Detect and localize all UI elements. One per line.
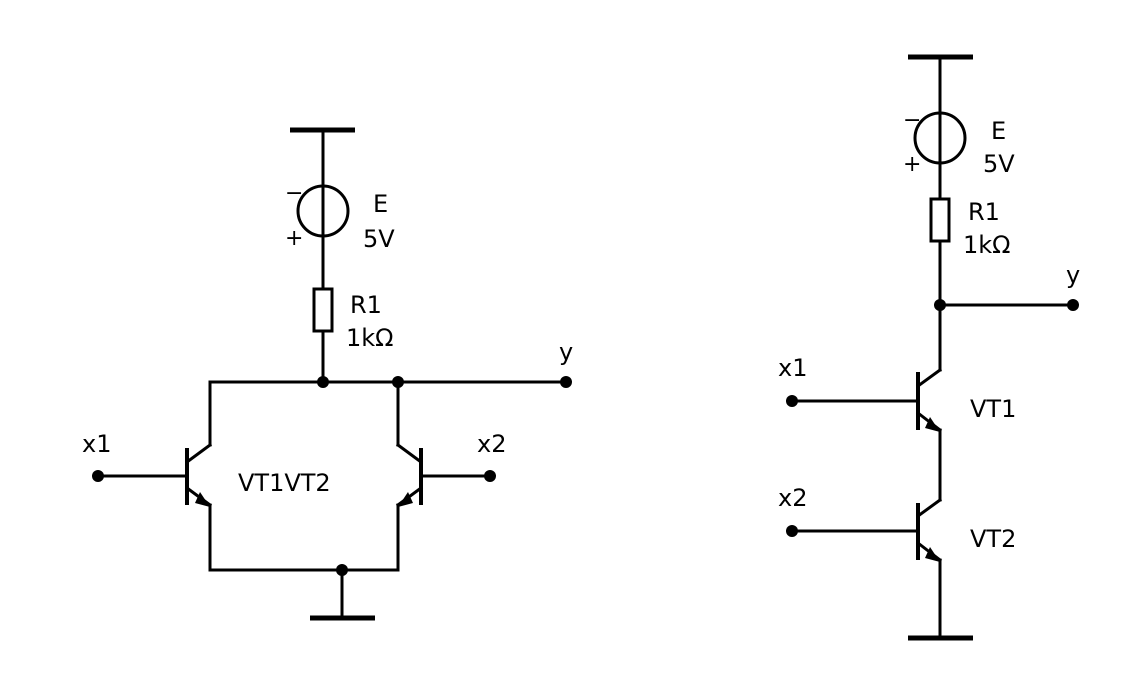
right-input1-terminal[interactable] <box>786 395 798 407</box>
left-transistors-label: VT1VT2 <box>238 469 331 497</box>
right-source-plus-sign: + <box>903 152 921 177</box>
right-input2-label: x2 <box>778 484 807 512</box>
right-transistor-vt1 <box>915 367 943 433</box>
left-output-label: y <box>559 338 573 366</box>
left-node-top <box>317 376 329 388</box>
right-vt2-label: VT2 <box>970 525 1016 553</box>
right-source-name: E <box>991 117 1006 145</box>
left-output-terminal[interactable] <box>560 376 572 388</box>
right-transistor-vt2 <box>915 497 943 563</box>
left-source-value: 5V <box>363 225 395 253</box>
left-resistor-value: 1kΩ <box>346 324 394 352</box>
left-voltage-source: − + <box>285 181 350 251</box>
right-output-label: y <box>1066 261 1080 289</box>
left-input1-label: x1 <box>82 430 111 458</box>
left-circuit: − + E 5V R1 1kΩ y x1 <box>82 127 573 621</box>
right-source-value: 5V <box>983 150 1015 178</box>
right-source-minus-sign: − <box>903 108 921 133</box>
left-resistor-name: R1 <box>350 291 382 319</box>
right-resistor-name: R1 <box>968 198 1000 226</box>
right-input2-terminal[interactable] <box>786 525 798 537</box>
left-source-minus-sign: − <box>285 181 303 206</box>
left-transistor-vt1 <box>184 380 213 572</box>
left-input2-label: x2 <box>477 430 506 458</box>
left-input1-terminal[interactable] <box>92 470 104 482</box>
right-resistor-value: 1kΩ <box>963 231 1011 259</box>
left-transistor-vt2 <box>395 380 424 572</box>
right-resistor <box>929 197 951 243</box>
right-circuit: − + E 5V R1 1kΩ y x1 VT1 <box>778 54 1080 641</box>
right-voltage-source: − + <box>903 108 967 177</box>
left-source-plus-sign: + <box>285 226 303 251</box>
right-output-terminal[interactable] <box>1067 299 1079 311</box>
left-resistor <box>312 287 334 333</box>
right-vt1-label: VT1 <box>970 395 1016 423</box>
right-input1-label: x1 <box>778 354 807 382</box>
left-input2-terminal[interactable] <box>484 470 496 482</box>
left-source-name: E <box>373 190 388 218</box>
